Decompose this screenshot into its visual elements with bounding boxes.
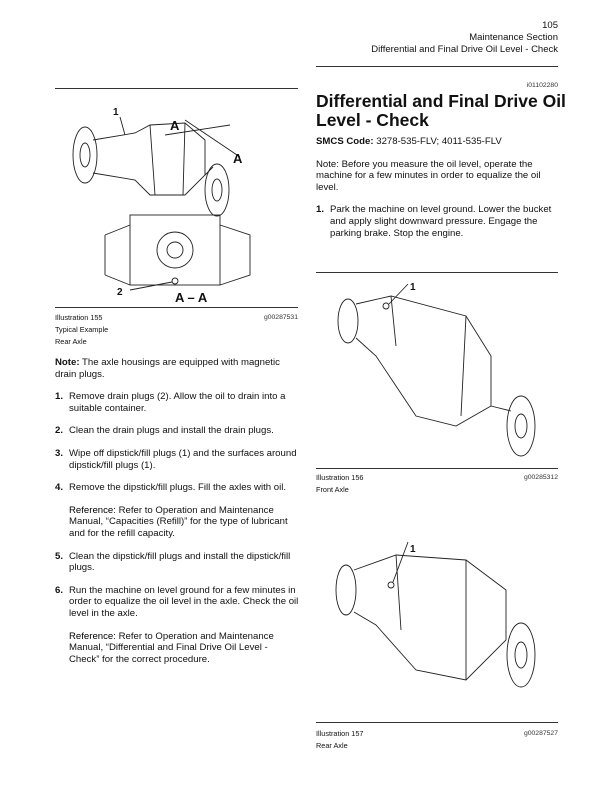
callout-a: A bbox=[170, 118, 180, 133]
illustration-156-drawing: 1 bbox=[337, 282, 536, 457]
callout-a: A bbox=[233, 151, 243, 166]
step-4: 4.Remove the dipstick/fill plugs. Fill t… bbox=[55, 482, 287, 494]
illustration-155-drawing: 1 A A 2 A – A bbox=[72, 107, 251, 305]
caption-line: Typical Example bbox=[55, 325, 109, 334]
page-number: 105 bbox=[542, 20, 558, 31]
reference: Reference: Refer to Operation and Mainte… bbox=[69, 504, 288, 539]
section-label: A – A bbox=[175, 290, 208, 305]
graphic-id: g00285312 bbox=[523, 474, 558, 481]
step-6: 6.Run the machine on level ground for a … bbox=[55, 584, 299, 619]
step-5: 5.Clean the dipstick/fill plugs and inst… bbox=[55, 550, 291, 574]
illustration-157-drawing: 1 bbox=[335, 541, 536, 688]
divider bbox=[316, 272, 558, 273]
divider bbox=[316, 722, 558, 723]
illustration-157-caption: g00287527 Illustration 157 Rear Axle bbox=[316, 728, 558, 752]
step-1: 1.Remove drain plugs (2). Allow the oil … bbox=[55, 391, 286, 414]
caption-line: Front Axle bbox=[316, 485, 349, 494]
illustration-label: Illustration 156 bbox=[316, 473, 364, 482]
step-2: 2.Clean the drain plugs and install the … bbox=[55, 425, 274, 437]
caption-line: Rear Axle bbox=[55, 337, 87, 346]
divider bbox=[316, 66, 558, 67]
reference: Reference: Refer to Operation and Mainte… bbox=[69, 630, 274, 665]
callout-1: 1 bbox=[113, 107, 119, 118]
illustration-156-caption: g00285312 Illustration 156 Front Axle bbox=[316, 472, 558, 496]
running-header: 105 Maintenance Section Differential and… bbox=[371, 20, 558, 56]
left-column-text: Note: The axle housings are equipped wit… bbox=[55, 357, 300, 676]
page-title: Differential and Final Drive Oil Level -… bbox=[316, 91, 566, 130]
smcs-code: SMCS Code: 3278-535-FLV; 4011-535-FLV bbox=[316, 136, 502, 147]
divider bbox=[55, 307, 298, 308]
divider bbox=[316, 468, 558, 469]
note: Note: Before you measure the oil level, … bbox=[316, 158, 541, 193]
right-column-text: SMCS Code: 3278-535-FLV; 4011-535-FLV No… bbox=[316, 136, 560, 250]
graphic-id: g00287531 bbox=[263, 314, 298, 321]
header-section: Maintenance Section bbox=[469, 32, 558, 43]
caption-line: Rear Axle bbox=[316, 741, 348, 750]
callout-1: 1 bbox=[410, 544, 416, 555]
step-3: 3.Wipe off dipstick/fill plugs (1) and t… bbox=[55, 447, 297, 471]
divider bbox=[55, 88, 298, 89]
illustration-label: Illustration 157 bbox=[316, 729, 364, 738]
graphic-id: g00287527 bbox=[523, 730, 558, 737]
note: Note: The axle housings are equipped wit… bbox=[55, 357, 280, 380]
callout-2: 2 bbox=[117, 287, 123, 298]
step-1: 1.Park the machine on level ground. Lowe… bbox=[316, 204, 552, 239]
header-topic: Differential and Final Drive Oil Level -… bbox=[371, 44, 558, 55]
document-id: i01102280 bbox=[526, 82, 558, 89]
callout-1: 1 bbox=[410, 282, 416, 293]
illustration-label: Illustration 155 bbox=[55, 313, 103, 322]
illustration-155-caption: g00287531 Illustration 155 Typical Examp… bbox=[55, 312, 298, 348]
